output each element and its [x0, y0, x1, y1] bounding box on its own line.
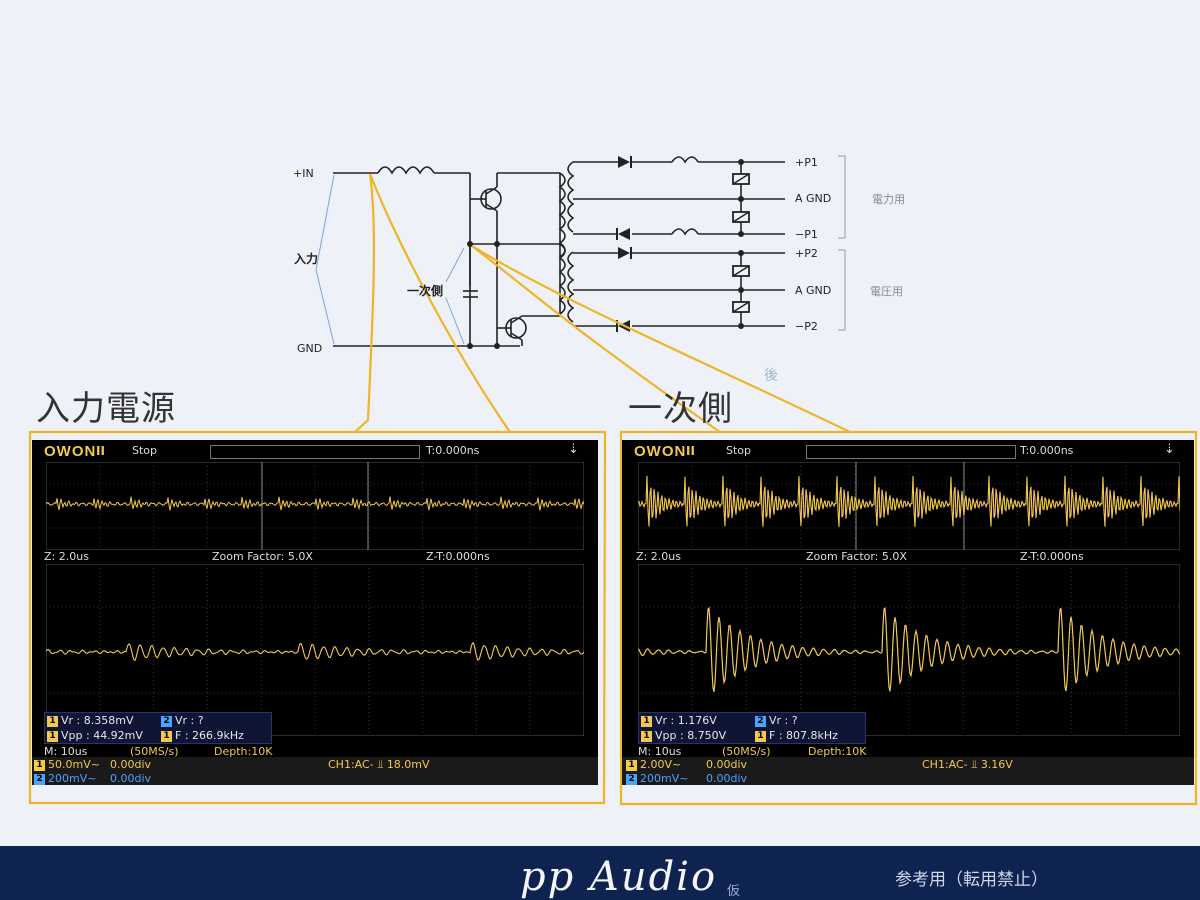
zoom-time: Z: 2.0us [636, 550, 681, 563]
usb-icon: ⇣ [1164, 442, 1175, 457]
scope-header: OWON II Stop T:0.000ns ⇣ [32, 440, 598, 462]
label-p2-plus: +P2 [795, 247, 818, 260]
label-p1-minus: −P1 [795, 228, 818, 241]
time-window-bar [806, 445, 1016, 459]
scope-header: OWON II Stop T:0.000ns ⇣ [622, 440, 1194, 462]
label-agnd-1: A GND [795, 192, 831, 205]
label-input: 入力 [294, 251, 318, 266]
overview-waveform-right [638, 462, 1180, 550]
zoom-t: Z-T:0.000ns [426, 550, 490, 563]
ch1-trace [46, 641, 584, 662]
ch1-pos: 0.00div [706, 758, 748, 771]
status-bar [32, 757, 598, 785]
trigger-time: T:0.000ns [1020, 444, 1074, 457]
run-status: Stop [726, 444, 752, 457]
sample-rate: (50MS/s) [130, 745, 179, 758]
oscilloscope-right: OWON II Stop T:0.000ns ⇣ Z: 2.0us Zoom F… [622, 440, 1194, 785]
ch1-trace [46, 496, 584, 511]
trigger-time: T:0.000ns [426, 444, 480, 457]
m-time: M: 10us [638, 745, 682, 758]
label-plus-in: +IN [293, 167, 314, 180]
label-after: 後 [764, 368, 778, 384]
scope-brand: OWON [44, 443, 97, 460]
label-p2-minus: −P2 [795, 320, 818, 333]
sample-rate: (50MS/s) [722, 745, 771, 758]
right-section-title: 一次側 [628, 389, 733, 429]
depth: Depth:10K [808, 745, 867, 758]
label-agnd-2: A GND [795, 284, 831, 297]
run-status: Stop [132, 444, 158, 457]
zoom-t: Z-T:0.000ns [1020, 550, 1084, 563]
left-section-title: 入力電源 [36, 389, 176, 429]
usb-icon: ⇣ [568, 442, 579, 457]
brand-sub: 仮 [727, 884, 741, 899]
ch1-trace [638, 475, 1180, 527]
label-power-group: 電力用 [872, 193, 905, 206]
ch1-pos: 0.00div [110, 758, 152, 771]
zoom-factor: Zoom Factor: 5.0X [212, 550, 313, 563]
label-p1-plus: +P1 [795, 156, 818, 169]
scope-brand: OWON [634, 443, 687, 460]
m-time: M: 10us [44, 745, 88, 758]
footer-band [0, 846, 1200, 900]
usage-notice: 参考用（転用禁止） [895, 870, 1048, 890]
run-indicator: II [686, 444, 695, 458]
zoom-factor: Zoom Factor: 5.0X [806, 550, 907, 563]
depth: Depth:10K [214, 745, 273, 758]
oscilloscope-left: OWON II Stop T:0.000ns ⇣ Z: 2.0us Zoom F… [32, 440, 598, 785]
time-window-bar [210, 445, 420, 459]
trigger-setting: CH1:AC- ⫫ 3.16V [922, 758, 1013, 771]
zoom-waveform-left [46, 564, 584, 736]
ch1-trace [638, 606, 1180, 692]
run-indicator: II [96, 444, 105, 458]
ch2-pos: 0.00div [110, 772, 152, 785]
ch2-pos: 0.00div [706, 772, 748, 785]
zoom-waveform-right [638, 564, 1180, 736]
zoom-time: Z: 2.0us [44, 550, 89, 563]
trigger-setting: CH1:AC- ⫫ 18.0mV [328, 758, 430, 771]
brand-logo: pp Audio [520, 854, 718, 900]
status-bar [622, 757, 1194, 785]
label-primary: 一次側 [407, 283, 443, 298]
label-gnd: GND [297, 342, 322, 355]
circuit-diagram: +IN GND 入力 一次側 +P1 A GND −P1 +P2 A GND −… [293, 155, 905, 433]
label-voltage-group: 電圧用 [870, 285, 903, 298]
overview-waveform-left [46, 462, 584, 550]
